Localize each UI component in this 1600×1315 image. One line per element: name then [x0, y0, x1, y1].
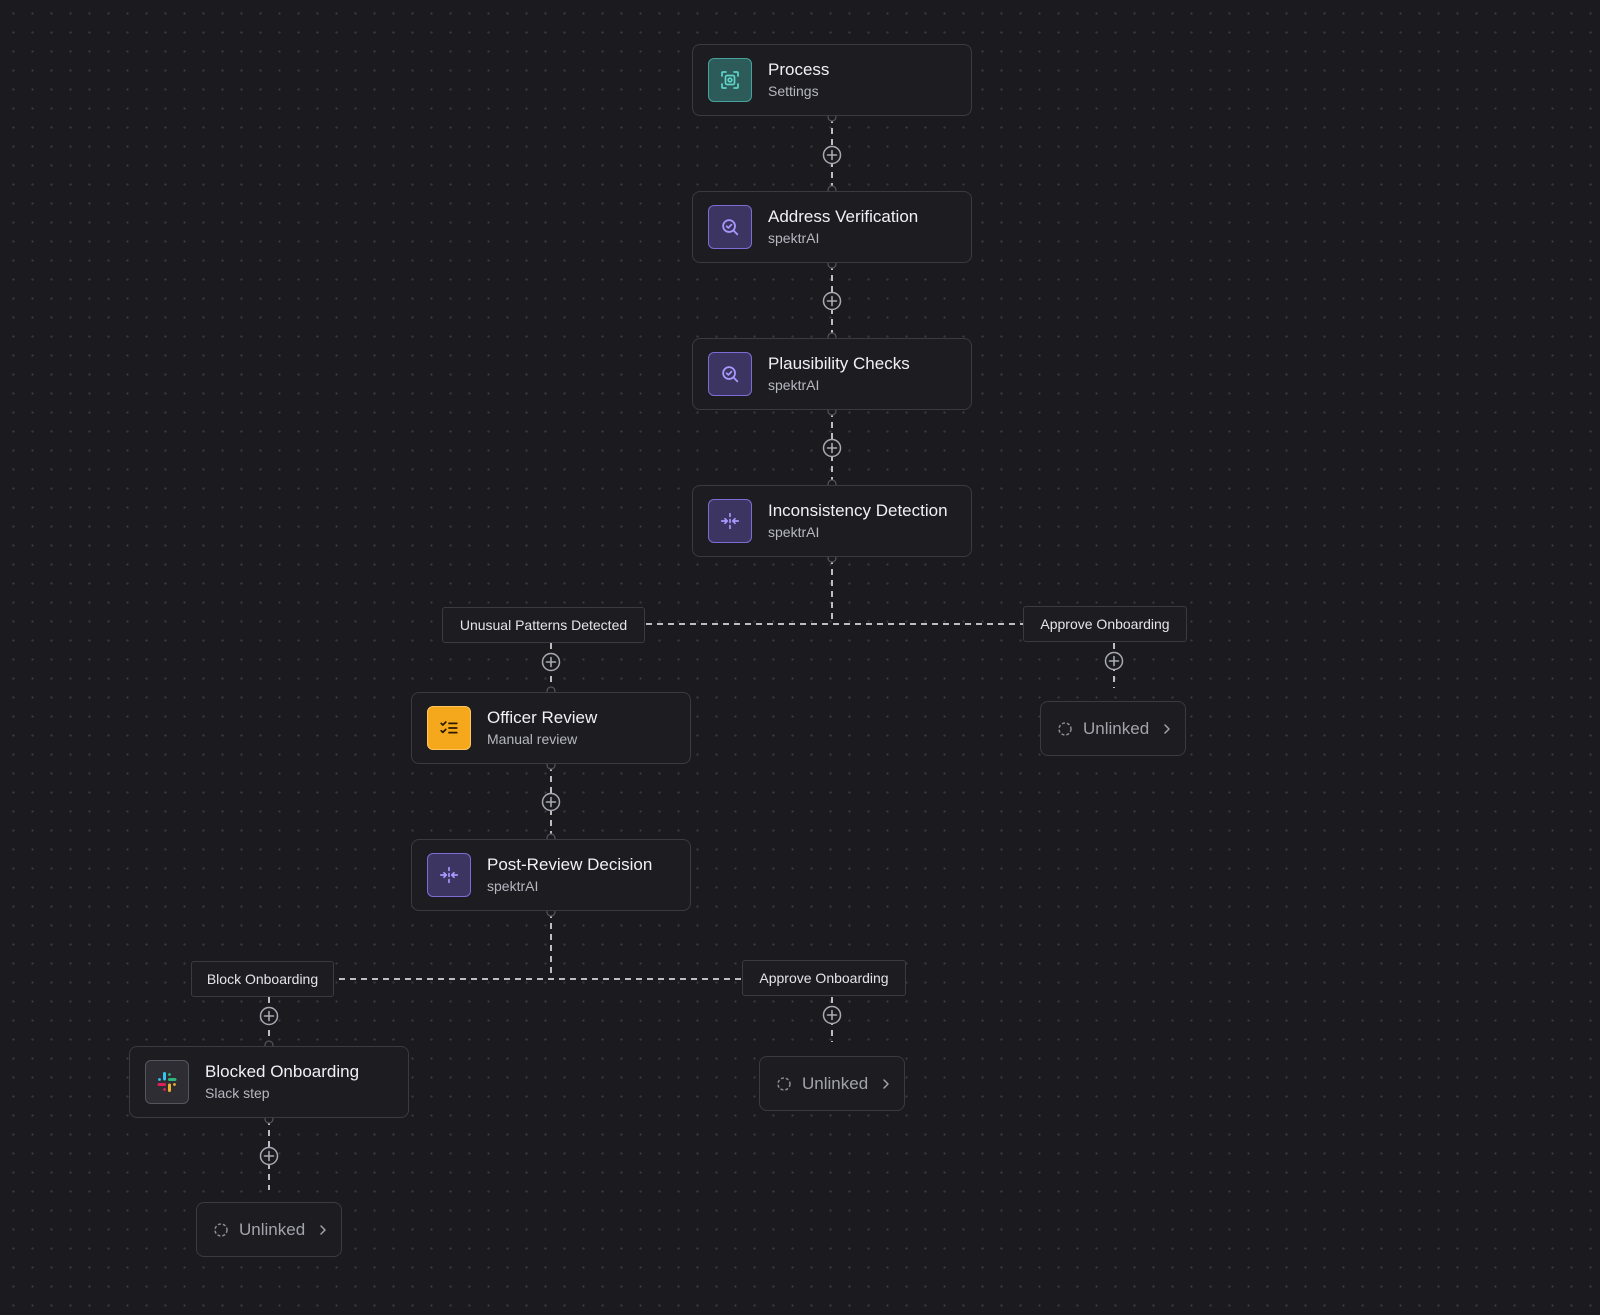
add-step-button[interactable] — [1104, 651, 1124, 671]
node-plausibility-checks[interactable]: Plausibility Checks spektrAI — [692, 338, 972, 410]
node-subtitle: spektrAI — [768, 377, 820, 393]
node-title: Inconsistency Detection — [768, 501, 948, 520]
add-step-button[interactable] — [822, 1005, 842, 1025]
node-blocked-onboarding[interactable]: Blocked Onboarding Slack step — [129, 1046, 409, 1118]
chevron-right-icon — [1162, 723, 1172, 735]
slack-icon — [145, 1060, 189, 1104]
node-officer-review[interactable]: Officer Review Manual review — [411, 692, 691, 764]
add-step-button[interactable] — [822, 291, 842, 311]
branch-label-text: Approve Onboarding — [1040, 616, 1170, 632]
node-title: Address Verification — [768, 207, 919, 226]
branch-label-text: Approve Onboarding — [759, 970, 889, 986]
node-title: Officer Review — [487, 708, 598, 727]
unlinked-status-icon — [777, 1076, 791, 1091]
checklist-icon — [427, 706, 471, 750]
split-arrows-icon — [708, 499, 752, 543]
node-subtitle: Settings — [768, 83, 819, 99]
node-subtitle: spektrAI — [487, 878, 539, 894]
node-address-verification[interactable]: Address Verification spektrAI — [692, 191, 972, 263]
branch-label-block-onboarding[interactable]: Block Onboarding — [191, 961, 334, 997]
chevron-right-icon — [318, 1224, 328, 1236]
node-post-review-decision[interactable]: Post-Review Decision spektrAI — [411, 839, 691, 911]
node-subtitle: Slack step — [205, 1085, 270, 1101]
unlinked-button[interactable]: Unlinked — [759, 1056, 905, 1111]
add-step-button[interactable] — [541, 652, 561, 672]
node-title: Blocked Onboarding — [205, 1062, 360, 1081]
add-step-button[interactable] — [541, 792, 561, 812]
unlinked-label: Unlinked — [1083, 718, 1150, 738]
node-title: Process — [768, 60, 830, 79]
chevron-right-icon — [881, 1078, 891, 1090]
unlinked-button[interactable]: Unlinked — [196, 1202, 342, 1257]
ai-search-icon — [708, 205, 752, 249]
add-step-button[interactable] — [259, 1006, 279, 1026]
add-step-button[interactable] — [822, 145, 842, 165]
node-subtitle: spektrAI — [768, 230, 820, 246]
node-title: Post-Review Decision — [487, 855, 653, 874]
unlinked-status-icon — [1058, 721, 1072, 736]
branch-label-text: Block Onboarding — [206, 971, 319, 987]
add-step-button[interactable] — [822, 438, 842, 458]
unlinked-button[interactable]: Unlinked — [1040, 701, 1186, 756]
branch-label-unusual-patterns[interactable]: Unusual Patterns Detected — [442, 607, 645, 643]
branch-label-text: Unusual Patterns Detected — [459, 617, 628, 633]
node-subtitle: Manual review — [487, 731, 578, 747]
node-subtitle: spektrAI — [768, 524, 820, 540]
node-title: Plausibility Checks — [768, 354, 910, 373]
node-process[interactable]: Process Settings — [692, 44, 972, 116]
unlinked-label: Unlinked — [239, 1219, 306, 1239]
add-step-button[interactable] — [259, 1146, 279, 1166]
unlinked-status-icon — [214, 1222, 228, 1237]
node-inconsistency-detection[interactable]: Inconsistency Detection spektrAI — [692, 485, 972, 557]
branch-label-approve-onboarding[interactable]: Approve Onboarding — [742, 960, 906, 996]
ai-search-icon — [708, 352, 752, 396]
split-arrows-icon — [427, 853, 471, 897]
branch-label-approve-onboarding[interactable]: Approve Onboarding — [1023, 606, 1187, 642]
unlinked-label: Unlinked — [802, 1073, 869, 1093]
settings-scan-icon — [708, 58, 752, 102]
